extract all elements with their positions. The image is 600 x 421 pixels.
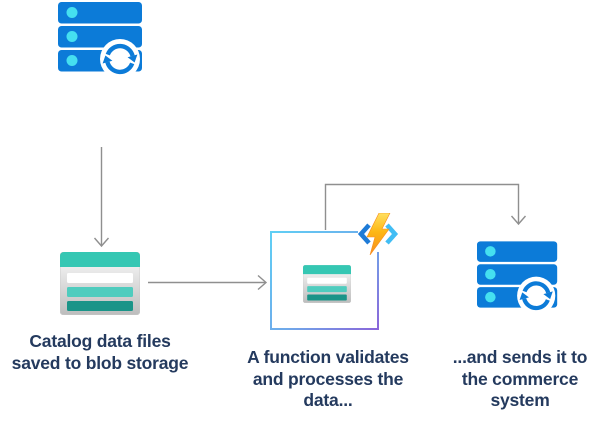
blob-storage-node [60,252,140,315]
source-system-node [58,1,146,83]
server-sync-icon [477,241,558,315]
commerce-system-node [477,240,561,319]
server-sync-icon [58,2,142,79]
table-storage-icon [60,252,140,315]
function-label: A function validates and processes the d… [247,347,409,410]
table-storage-icon [303,265,351,303]
blob-storage-label: Catalog data files saved to blob storage [11,331,189,373]
function-bolt-icon [357,213,399,255]
processed-data-icon-wrap [303,265,351,303]
function-bolt-icon-wrap [357,213,399,255]
commerce-system-label: ...and sends it to the commerce system [452,347,588,410]
